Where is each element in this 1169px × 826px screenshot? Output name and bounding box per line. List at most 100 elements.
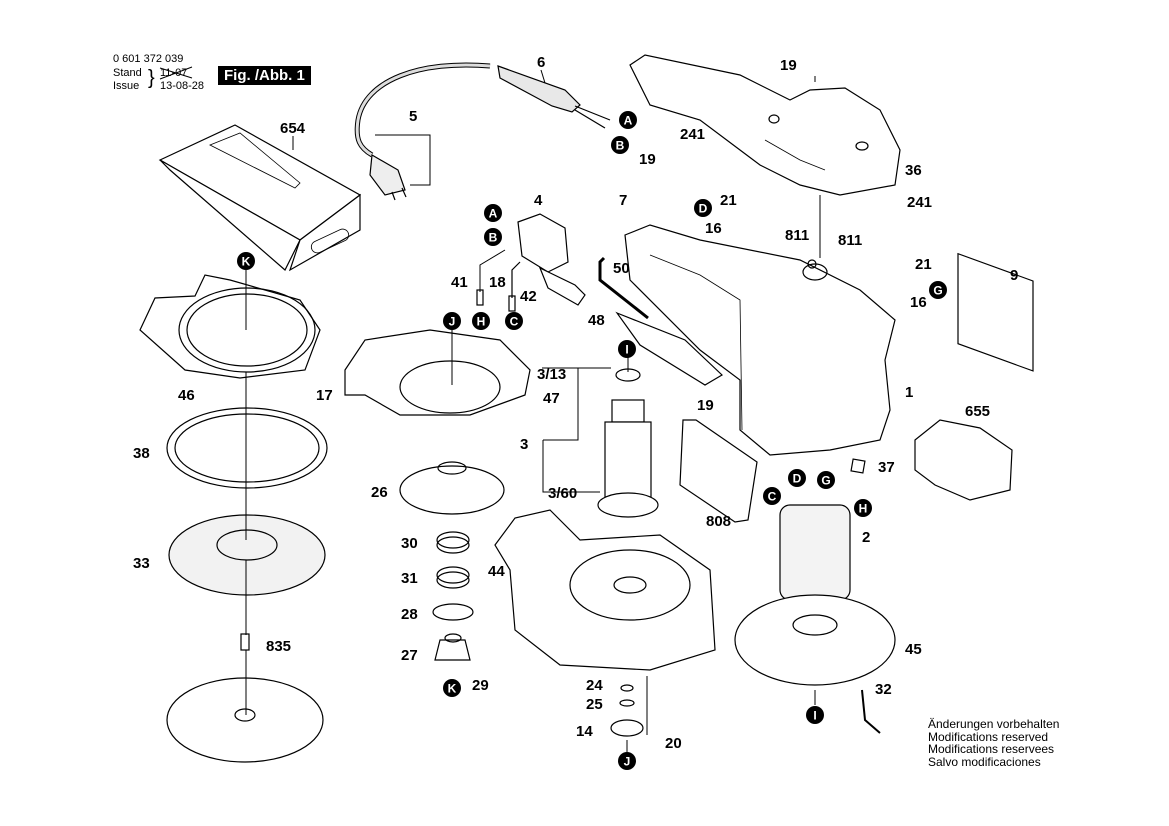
part-label-5: 5 bbox=[409, 108, 417, 125]
part-label-50: 50 bbox=[613, 260, 630, 277]
motor-housing-drawing bbox=[624, 224, 896, 456]
part-drawings bbox=[139, 54, 1034, 763]
part-label-27: 27 bbox=[401, 647, 418, 664]
part-label-16-left: 16 bbox=[705, 220, 722, 237]
part-label-29: 29 bbox=[472, 677, 489, 694]
switch-drawing bbox=[476, 213, 586, 312]
connector-callout-c: C bbox=[505, 312, 523, 330]
part-label-30: 30 bbox=[401, 535, 418, 552]
bearing-drawing bbox=[436, 531, 470, 554]
field-coil-drawing bbox=[779, 504, 851, 601]
part-label-811-left: 811 bbox=[785, 227, 809, 244]
strikethrough-mark bbox=[159, 66, 193, 80]
note-french: Modifications reservees bbox=[928, 742, 1055, 756]
svg-text:A: A bbox=[489, 207, 498, 221]
part-label-835: 835 bbox=[266, 638, 291, 655]
part-label-19-top-left: 19 bbox=[639, 151, 656, 168]
part-label-25: 25 bbox=[586, 696, 603, 713]
label-plate-9 bbox=[957, 252, 1034, 372]
brace-symbol: } bbox=[148, 67, 155, 89]
dust-shroud-drawing bbox=[139, 274, 321, 379]
svg-text:H: H bbox=[859, 502, 868, 516]
part-label-21-left: 21 bbox=[720, 192, 737, 209]
hex-key-drawing bbox=[598, 256, 649, 320]
part-label-3-13: 3/13 bbox=[537, 366, 566, 383]
connector-callout-h: H bbox=[854, 499, 872, 517]
svg-text:D: D bbox=[793, 472, 802, 486]
connector-callout-h: H bbox=[472, 312, 490, 330]
dust-duct-drawing bbox=[494, 509, 716, 671]
connector-callout-a: A bbox=[484, 204, 502, 222]
washer-24-drawing bbox=[620, 684, 634, 692]
part-label-17: 17 bbox=[316, 387, 333, 404]
svg-text:A: A bbox=[624, 114, 633, 128]
part-label-42: 42 bbox=[520, 288, 537, 305]
connector-callout-g: G bbox=[817, 471, 835, 489]
stand-label: Stand bbox=[113, 67, 142, 79]
connector-callout-d: D bbox=[788, 469, 806, 487]
connector-callout-b: B bbox=[611, 136, 629, 154]
seal-ring-drawing bbox=[166, 407, 328, 489]
part-label-38: 38 bbox=[133, 445, 150, 462]
svg-text:G: G bbox=[933, 284, 942, 298]
part-label-3-60: 3/60 bbox=[548, 485, 577, 502]
part-label-32: 32 bbox=[875, 681, 892, 698]
note-english: Modifications reserved bbox=[928, 729, 1049, 744]
fan-drawing bbox=[399, 461, 505, 515]
part-label-655: 655 bbox=[965, 403, 990, 420]
issue-date: 13-08-28 bbox=[160, 80, 205, 92]
part-label-26: 26 bbox=[371, 484, 388, 501]
svg-text:B: B bbox=[616, 139, 625, 153]
part-label-2: 2 bbox=[862, 529, 870, 546]
part-label-47: 47 bbox=[543, 390, 560, 407]
armature-drawing bbox=[597, 368, 659, 518]
svg-text:B: B bbox=[489, 231, 498, 245]
part-label-20: 20 bbox=[665, 735, 682, 752]
screw-835-drawing bbox=[240, 633, 250, 651]
svg-text:G: G bbox=[821, 474, 830, 488]
part-label-808: 808 bbox=[706, 513, 731, 530]
part-label-9: 9 bbox=[1010, 267, 1018, 284]
svg-text:C: C bbox=[510, 315, 519, 329]
svg-text:I: I bbox=[813, 709, 816, 723]
part-label-24: 24 bbox=[586, 677, 603, 694]
leader-lines bbox=[245, 69, 821, 752]
dust-plate-drawing bbox=[615, 311, 723, 386]
part-label-6: 6 bbox=[537, 54, 545, 71]
power-cord-drawing bbox=[354, 62, 611, 201]
part-label-48: 48 bbox=[588, 312, 605, 329]
connector-callout-k: K bbox=[237, 252, 255, 270]
connector-callout-i: I bbox=[806, 706, 824, 724]
part-label-16-right: 16 bbox=[910, 294, 927, 311]
sanding-pad-drawing bbox=[168, 514, 326, 596]
svg-text:C: C bbox=[768, 490, 777, 504]
part-label-811-right: 811 bbox=[838, 232, 862, 249]
bracket-drawing bbox=[861, 689, 881, 734]
connector-callout-i: I bbox=[618, 340, 636, 358]
svg-text:D: D bbox=[699, 202, 708, 216]
part-label-18: 18 bbox=[489, 274, 506, 291]
connector-callout-j: J bbox=[443, 312, 461, 330]
note-german: Änderungen vorbehalten bbox=[928, 717, 1060, 731]
figure-label: Fig. /Abb. 1 bbox=[218, 66, 311, 85]
part-label-654: 654 bbox=[280, 120, 306, 137]
part-label-4: 4 bbox=[534, 192, 543, 209]
part-label-14: 14 bbox=[576, 723, 593, 740]
part-label-19-top: 19 bbox=[780, 57, 797, 74]
part-label-1: 1 bbox=[905, 384, 913, 401]
eccentric-hub-drawing bbox=[434, 633, 471, 661]
part-label-45: 45 bbox=[905, 641, 922, 658]
svg-text:K: K bbox=[448, 682, 457, 696]
part-label-21-right: 21 bbox=[915, 256, 932, 273]
vacuum-adapter-drawing bbox=[914, 419, 1013, 501]
connector-callout-g: G bbox=[929, 281, 947, 299]
fan-cover-drawing bbox=[344, 329, 531, 416]
part-label-19-housing: 19 bbox=[697, 397, 714, 414]
svg-text:K: K bbox=[242, 255, 251, 269]
part-label-44: 44 bbox=[488, 563, 505, 580]
issue-label: Issue bbox=[113, 80, 140, 92]
part-label-3: 3 bbox=[520, 436, 528, 453]
connector-callout-k: K bbox=[443, 679, 461, 697]
bearing-drawing bbox=[436, 566, 470, 589]
